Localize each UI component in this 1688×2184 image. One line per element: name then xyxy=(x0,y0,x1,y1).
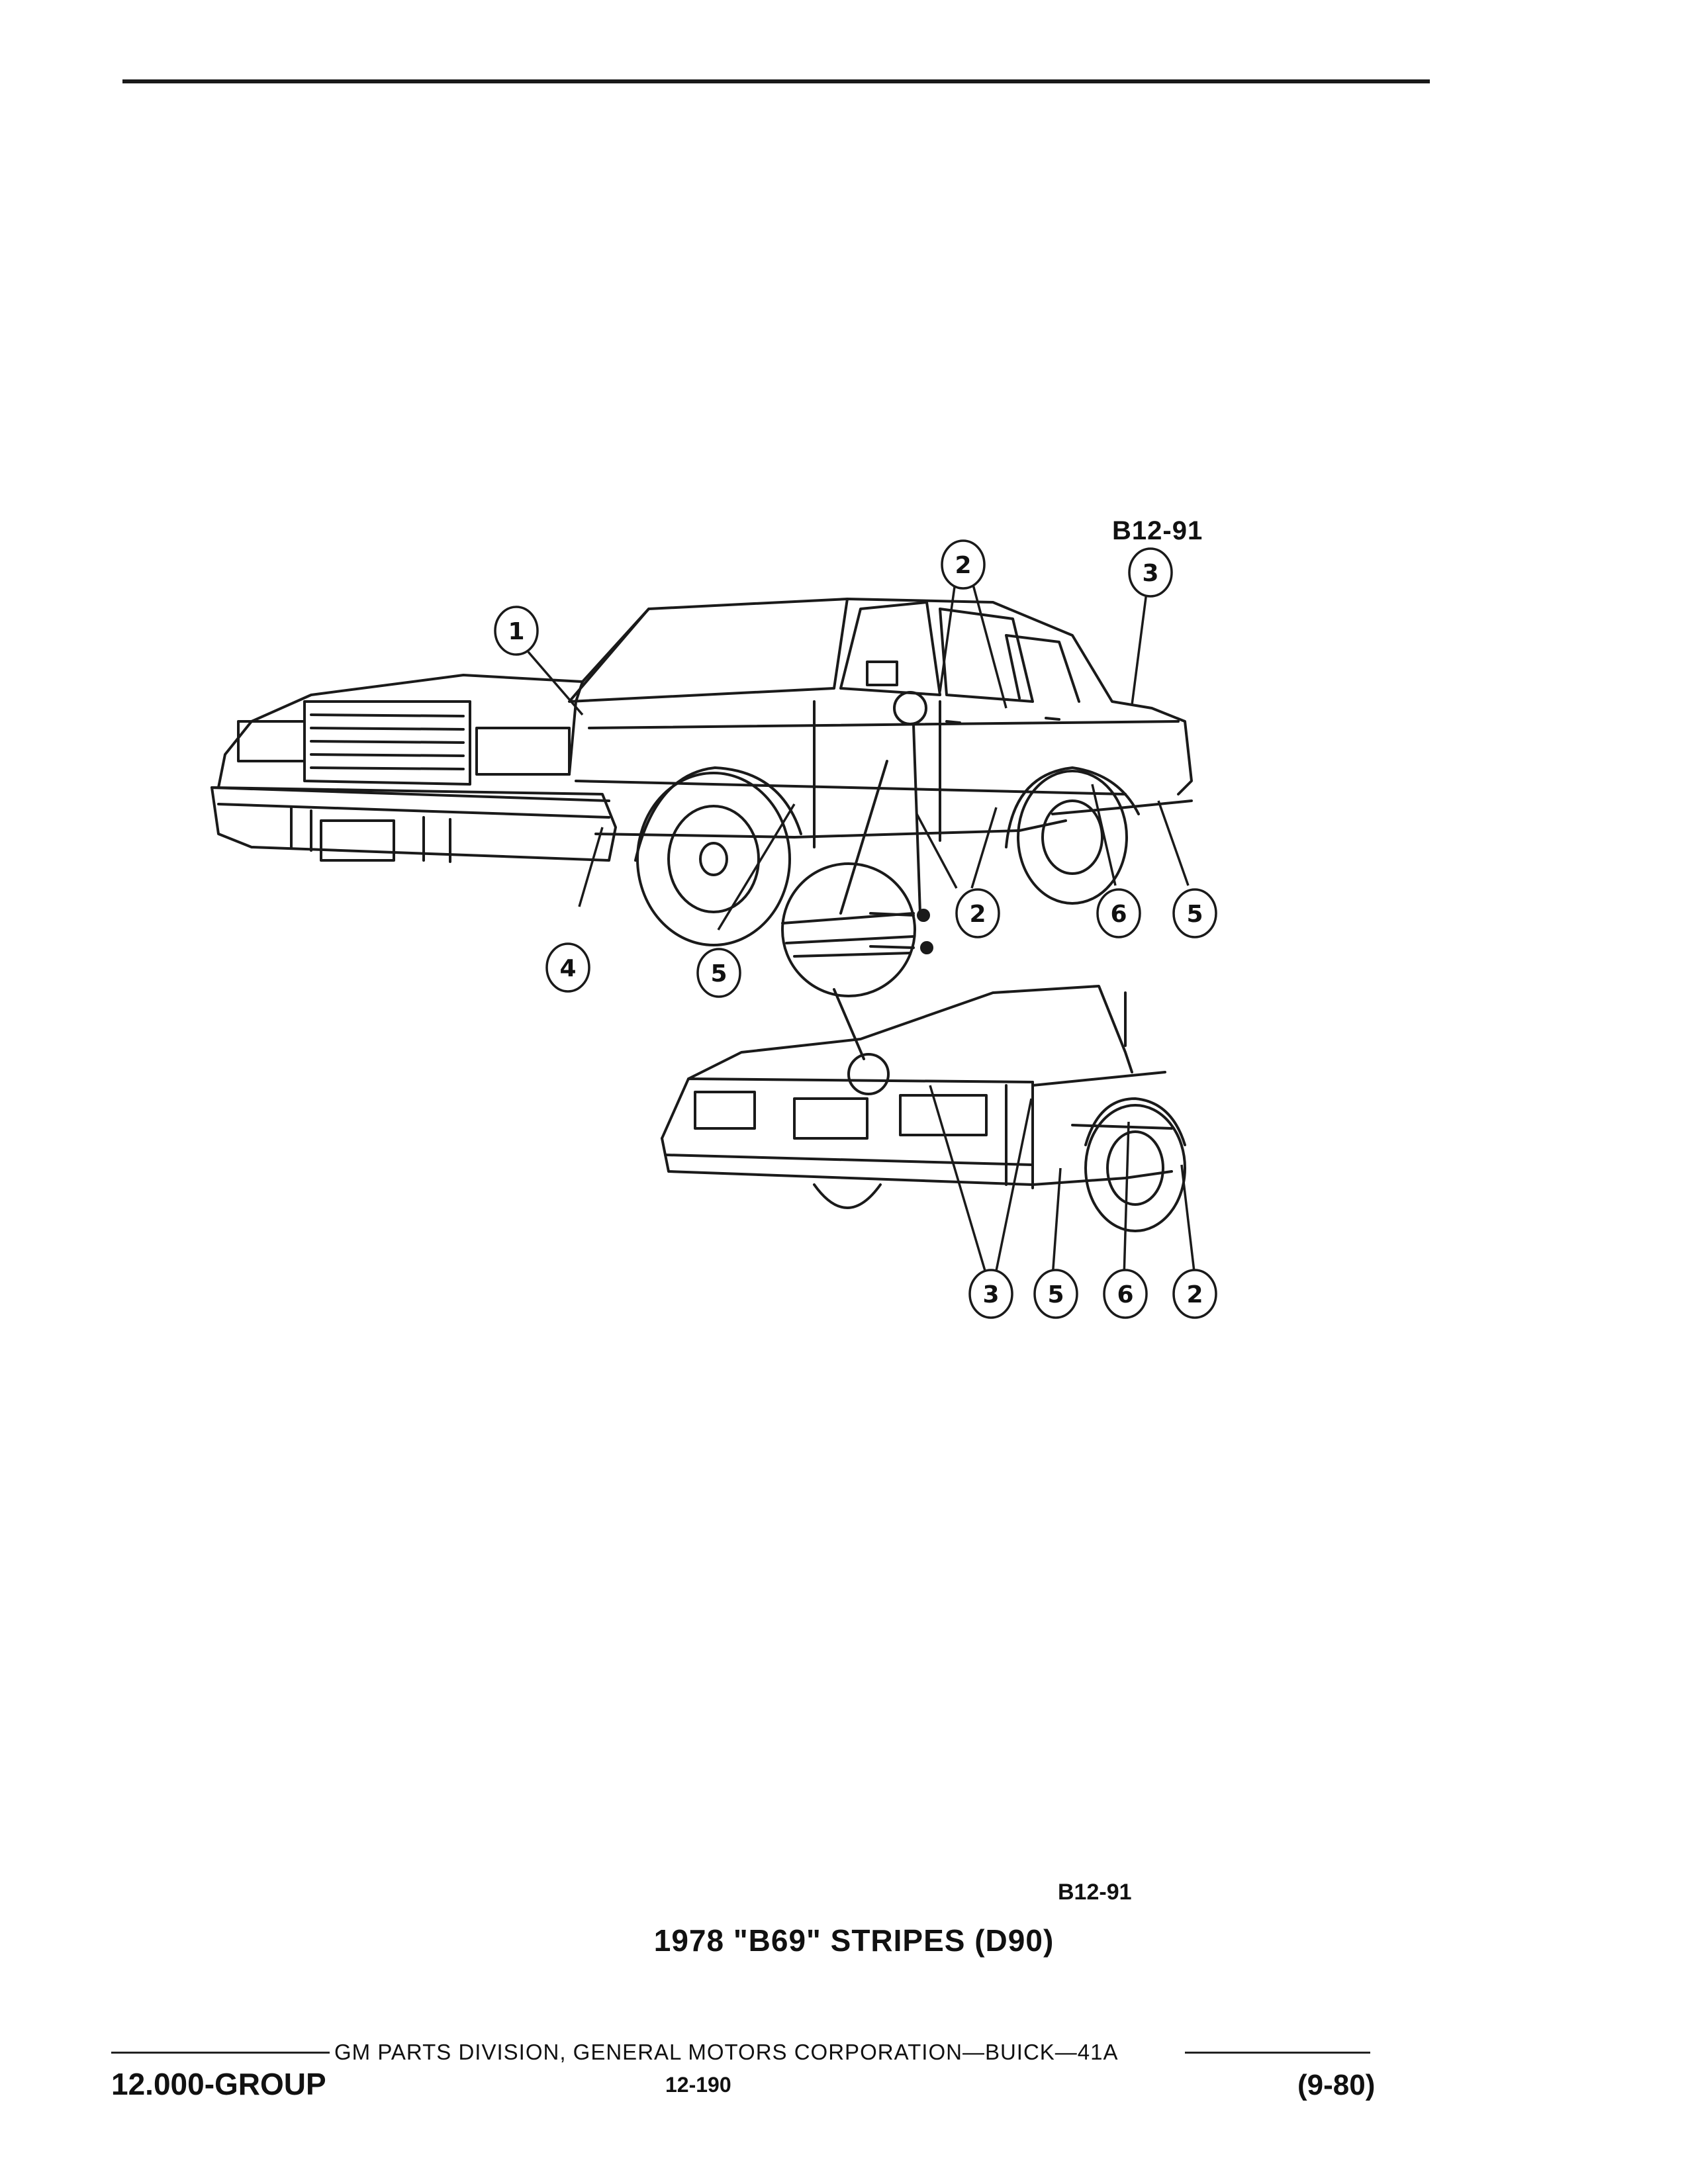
rear-car-drawing xyxy=(661,985,1186,1232)
callout-6-rear: 6 xyxy=(1117,1281,1133,1308)
callout-4-front: 4 xyxy=(559,955,576,982)
footer-page-number: 12-190 xyxy=(665,2073,731,2097)
footer-rule-right xyxy=(1185,2052,1370,2054)
callout-2-rocker: 2 xyxy=(969,901,986,928)
callout-circle-5-rear xyxy=(1033,1269,1078,1319)
figure-code-top: B12-91 xyxy=(1112,516,1203,545)
callout-circle-6-front xyxy=(1096,888,1141,938)
callout-circle-3-top xyxy=(1128,547,1173,598)
callout-circles xyxy=(494,539,1217,1319)
callout-circle-2-rear xyxy=(1172,1269,1217,1319)
footer-rule-left xyxy=(111,2052,330,2054)
callout-circle-1-front xyxy=(494,606,539,656)
callout-numbers: 1 2 3 4 5 2 6 5 3 5 6 2 xyxy=(508,552,1203,1308)
callout-6-front: 6 xyxy=(1110,901,1127,928)
figure-code-bottom: B12-91 xyxy=(1058,1880,1132,1905)
callout-circle-2-rocker xyxy=(955,888,1000,938)
top-rule xyxy=(122,79,1430,83)
detail-inset-drawing xyxy=(781,862,933,1060)
callout-5-rear-quarter: 5 xyxy=(1186,901,1203,928)
front-car-drawing xyxy=(211,598,1193,946)
callout-circle-5-front xyxy=(696,948,741,998)
callout-circle-3-rear xyxy=(968,1269,1013,1319)
callout-circle-5-rear-quarter xyxy=(1172,888,1217,938)
footer-credit: GM PARTS DIVISION, GENERAL MOTORS CORPOR… xyxy=(334,2040,1119,2064)
callout-5-rear: 5 xyxy=(1047,1281,1064,1308)
leader-lines xyxy=(527,572,1196,1278)
callout-circle-4-front xyxy=(545,942,590,993)
callout-circle-2-top xyxy=(941,539,986,590)
callout-3-rear: 3 xyxy=(982,1281,999,1308)
callout-2-top: 2 xyxy=(955,552,971,579)
callout-3-top: 3 xyxy=(1142,560,1158,587)
callout-circle-6-rear xyxy=(1103,1269,1148,1319)
callout-1-front: 1 xyxy=(508,618,524,645)
callout-2-rear: 2 xyxy=(1186,1281,1203,1308)
callout-5-front: 5 xyxy=(710,960,727,987)
figure-caption: 1978 "B69" STRIPES (D90) xyxy=(653,1923,1055,1958)
footer-revision-date: (9-80) xyxy=(1297,2069,1376,2101)
footer-group: 12.000-GROUP xyxy=(111,2067,326,2101)
